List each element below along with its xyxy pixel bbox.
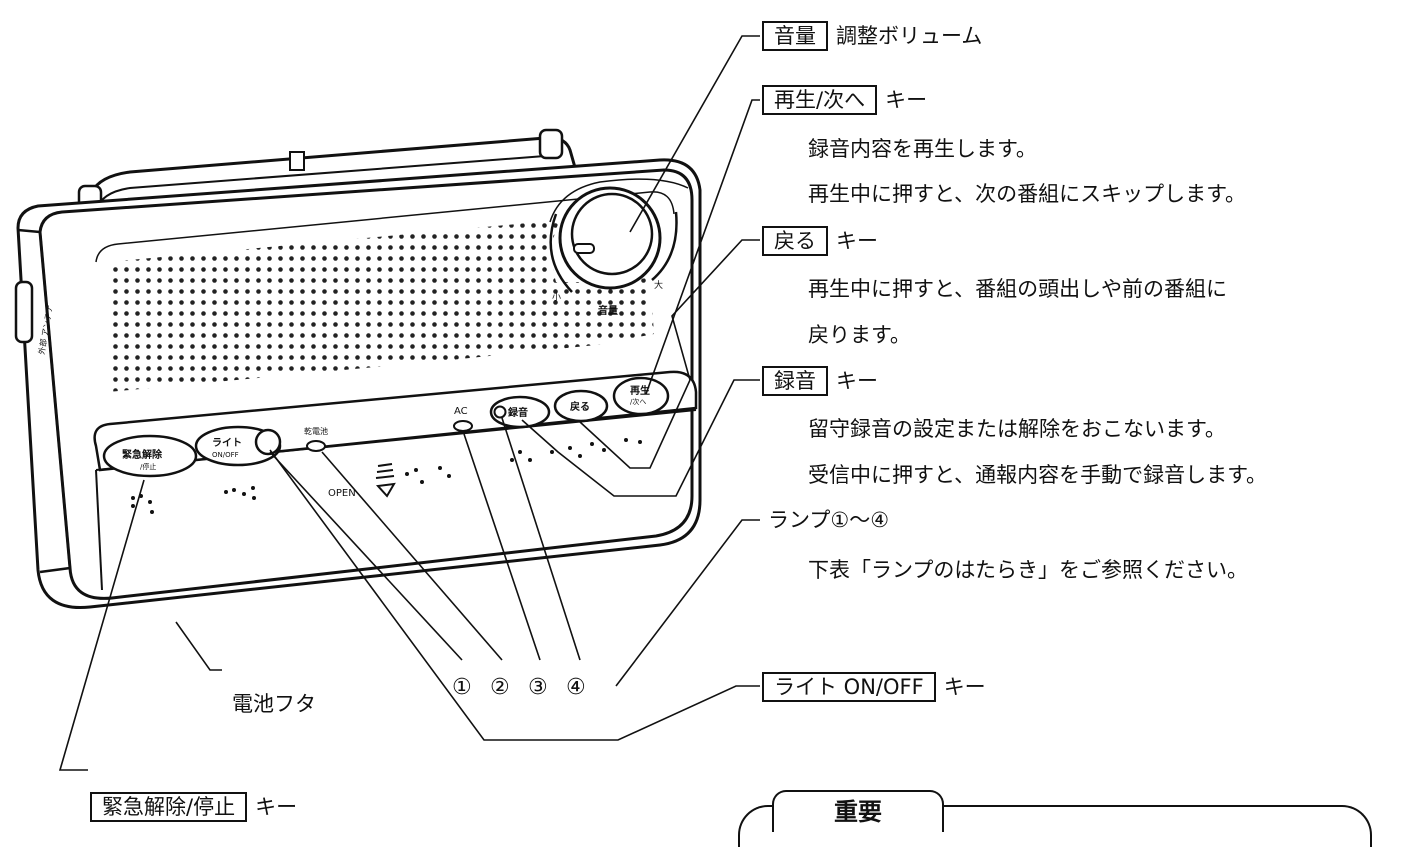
ac-lamp [453,420,473,432]
volume-dial-label: 音量 [598,304,618,317]
back-key-box: 戻る [762,226,828,256]
volume-key-box: 音量 [762,21,828,51]
record-key-box: 録音 [762,366,828,396]
handle-clip-right [538,128,564,160]
record-desc-2: 受信中に押すと、通報内容を手動で録音します。 [808,463,1268,487]
lamp-number-3: ③ [528,675,548,700]
callout-light: ライト ON/OFF キー [762,672,986,702]
callout-back: 戻るキー [762,226,878,256]
speaker-grille [108,220,654,392]
record-desc-1: 留守録音の設定または解除をおこないます。 [808,417,1226,441]
record-lamp [493,405,507,419]
light-lamp [254,428,282,456]
lamps-desc: 下表「ランプのはたらき」をご参照ください。 [808,558,1248,582]
leader-lines [58,35,760,771]
callout-volume: 音量調整ボリューム [762,21,982,51]
play-key-suffix: キー [885,88,928,112]
svg-text:録音: 録音 [508,406,528,419]
emergency-key-suffix: キー [255,795,298,819]
diagram-stage: 外部 アンテナ 小 大 音量 緊急解除 /停止 ライト ON/OFF 乾電池 A… [14,21,1372,847]
lamp-number-4: ④ [566,675,586,700]
volume-text: 調整ボリューム [836,24,983,48]
battery-cover-label: 電池フタ [232,692,316,716]
lamps-title: ランプ①〜④ [768,508,890,532]
volume-dial-large: 大 [654,279,663,291]
svg-text:戻る: 戻る [569,400,590,413]
light-key-suffix: キー [943,675,986,699]
lamp-number-2: ② [490,675,510,700]
svg-text:再生: 再生 [630,384,650,397]
play-key-box: 再生/次へ [762,85,878,115]
callout-record: 録音キー [762,366,878,396]
callout-emergency: 緊急解除/停止キー [90,792,297,822]
battery-lamp [306,440,326,452]
svg-text:/停止: /停止 [140,462,156,471]
device-illustration: 外部 アンテナ 小 大 音量 緊急解除 /停止 ライト ON/OFF 乾電池 A… [14,35,760,771]
emergency-key-box: 緊急解除/停止 [90,792,248,822]
svg-text:ON/OFF: ON/OFF [212,451,239,459]
back-desc-2: 戻ります。 [808,323,911,347]
important-box-title: 重要 [772,790,944,832]
back-desc-1: 再生中に押すと、番組の頭出しや前の番組に [808,277,1227,301]
volume-dial-scale [549,211,678,293]
record-key [489,395,551,429]
open-label: OPEN [328,488,356,499]
emergency-key-label: 緊急解除 [122,448,163,461]
record-key-suffix: キー [836,369,878,393]
light-key-box: ライト ON/OFF [762,672,936,702]
volume-dial-small: 小 [552,292,561,303]
svg-text:ライト: ライト [212,437,242,449]
volume-dial-knob [570,192,654,276]
battery-cover-edge [95,469,103,591]
back-key [553,389,609,423]
play-key [612,376,670,416]
back-key-suffix: キー [836,229,878,253]
volume-dial-pointer [573,243,595,254]
battery-lamp-label: 乾電池 [304,426,328,436]
svg-text:/次へ: /次へ [630,397,646,406]
lamp-number-1: ① [452,675,472,700]
open-arrow [375,463,396,498]
ac-lamp-label: AC [454,406,468,417]
emergency-key [102,434,198,478]
play-desc-2: 再生中に押すと、次の番組にスキップします。 [808,182,1247,206]
play-desc-1: 録音内容を再生します。 [808,137,1037,161]
callout-play: 再生/次へキー [762,85,927,115]
side-jack [14,280,34,344]
